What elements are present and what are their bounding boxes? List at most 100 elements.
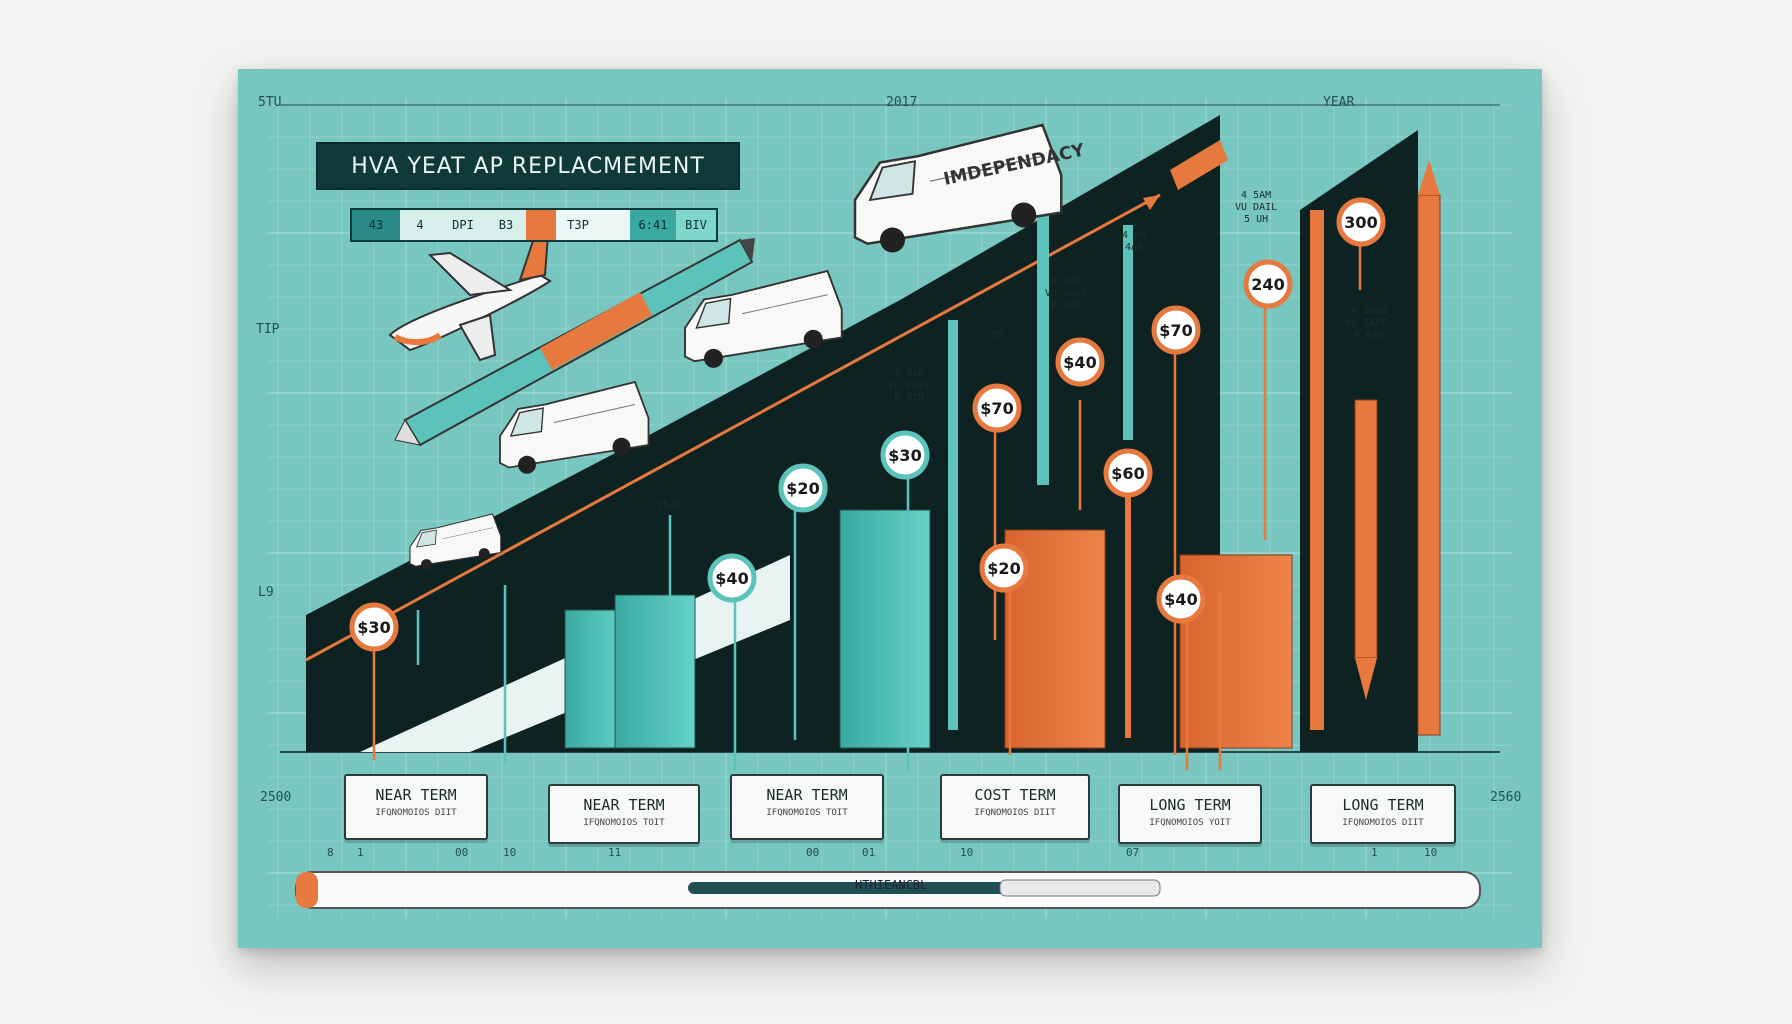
van-icon <box>499 380 650 474</box>
value-marker-label: $30 <box>357 618 390 637</box>
phase-title: NEAR TERM <box>766 786 848 804</box>
note-3: 4 4H 4AN <box>1122 230 1147 253</box>
axis-top-left: 5TU <box>258 95 282 110</box>
legend-cell: DPI <box>440 210 486 240</box>
bottom-tick-label: 10 <box>1424 846 1438 859</box>
pencil-tip-short <box>1355 658 1377 700</box>
bar-teal-thin-1 <box>1037 205 1049 485</box>
bottom-tick-label: 10 <box>960 846 974 859</box>
phase-label-box: LONG TERM IFQNOMOIOS DIIT <box>1310 784 1456 844</box>
stems <box>372 240 1362 770</box>
value-marker <box>707 553 757 603</box>
bar-teal-thin-3 <box>948 320 958 730</box>
bottom-tick-label: 10 <box>503 846 517 859</box>
bottom-tick-label: 8 <box>327 846 334 859</box>
van-group: IMDEPENDACY <box>409 123 1087 571</box>
axis-top-right: YEAR <box>1323 95 1355 110</box>
axis-left-mid: L9 <box>258 585 274 600</box>
value-marker <box>1156 574 1206 624</box>
van-icon <box>684 269 843 368</box>
value-marker-label: $40 <box>1164 590 1197 609</box>
chart-title-box: HVA YEAT AP REPLACMEMENT <box>316 142 740 190</box>
value-marker <box>1103 448 1153 498</box>
bar-teal-2 <box>614 594 696 749</box>
legend-cell: 4 <box>400 210 440 240</box>
phase-subtitle: IFQNOMOIOS TOIT <box>766 808 848 818</box>
bar-orange-tall-2 <box>1417 194 1441 736</box>
axis-left-top: TIP <box>256 322 280 337</box>
value-marker <box>1151 305 1201 355</box>
phase-title: NEAR TERM <box>375 786 457 804</box>
legend-cell <box>526 210 556 240</box>
value-marker-label: $60 <box>1111 464 1144 483</box>
legend-cell: B3 <box>486 210 526 240</box>
legend-cell: BIV <box>676 210 716 240</box>
value-marker-label: $40 <box>715 569 748 588</box>
value-marker <box>1243 259 1293 309</box>
bottom-tick-label: 00 <box>806 846 820 859</box>
pencil-label: HTHIEANCBL <box>855 878 928 892</box>
value-marker-label: $70 <box>1159 321 1192 340</box>
note-1: 3 DAK VO VAIS B GIN <box>888 368 931 403</box>
bar-orange-pencil <box>1354 399 1378 659</box>
bar-teal-thin-2 <box>1123 225 1133 440</box>
value-marker <box>1336 197 1386 247</box>
phase-subtitle: IFQNOMOIOS DIIT <box>375 808 457 818</box>
phase-subtitle: IFQNOMOIOS DIIT <box>974 808 1056 818</box>
chart-title: HVA YEAT AP REPLACMEMENT <box>351 154 705 179</box>
bar-teal-3 <box>839 509 931 749</box>
dark-backdrop <box>306 115 1220 752</box>
note-2540: 2540 <box>657 500 682 511</box>
legend-cell: 43 <box>352 210 400 240</box>
note-cot: COT <box>985 330 1004 341</box>
legend-cell <box>600 210 630 240</box>
bottom-tick-label: 00 <box>455 846 469 859</box>
bottom-tick-label: 1 <box>1371 846 1378 859</box>
axis-top-mid: 2017 <box>886 95 918 110</box>
legend-cell: 6:41 <box>630 210 676 240</box>
value-marker <box>880 430 930 480</box>
axis-bottom-left: 2500 <box>260 790 292 805</box>
bar-orange-line-1 <box>1125 490 1131 738</box>
phase-label-box: NEAR TERM IFQNOMOIOS TOIT <box>730 774 884 840</box>
value-marker-label: $40 <box>1063 353 1096 372</box>
bottom-tick-label: 07 <box>1126 846 1140 859</box>
phase-title: LONG TERM <box>1149 796 1231 814</box>
bottom-tick-label: 11 <box>608 846 622 859</box>
value-marker <box>979 543 1029 593</box>
bar-orange-tall-1 <box>1310 210 1324 730</box>
axis-bottom-right: 2560 <box>1490 790 1522 805</box>
phase-label-box: NEAR TERM IFQNOMOIOS DIIT <box>344 774 488 840</box>
note-2: 4 DAN VU GOLT B GIN <box>1045 276 1088 311</box>
value-marker <box>1055 337 1105 387</box>
phase-subtitle: IFQNOMOIOS DIIT <box>1342 818 1424 828</box>
value-marker-label: $30 <box>888 446 921 465</box>
value-marker <box>972 383 1022 433</box>
value-marker <box>778 463 828 513</box>
arrow-tag <box>1170 140 1228 190</box>
phase-title: COST TERM <box>974 786 1056 804</box>
trend-arrow <box>1143 195 1160 210</box>
value-marker-label: $20 <box>987 559 1020 578</box>
legend-cell: T3P <box>556 210 600 240</box>
value-marker-label: $70 <box>980 399 1013 418</box>
phase-title: LONG TERM <box>1342 796 1424 814</box>
value-marker <box>349 602 399 652</box>
note-5: 4 SOAK VU TATE, 4 GIN <box>1345 306 1394 341</box>
phase-subtitle: IFQNOMOIOS YOIT <box>1149 818 1231 828</box>
phase-subtitle: IFQNOMOIOS TOIT <box>583 818 665 828</box>
airplane-icon <box>388 234 552 362</box>
value-marker-label: 240 <box>1251 275 1284 294</box>
note-4: 4 5AM VU DAIL 5 UH <box>1235 190 1278 225</box>
phase-label-box: COST TERM IFQNOMOIOS DIIT <box>940 774 1090 840</box>
value-marker-label: $20 <box>786 479 819 498</box>
bottom-tick-label: 1 <box>357 846 364 859</box>
bottom-pencil-icon <box>295 871 1481 909</box>
van-icon <box>409 513 502 571</box>
bottom-tick-label: 01 <box>862 846 876 859</box>
value-marker-label: 300 <box>1344 213 1377 232</box>
trend-line <box>305 193 1161 662</box>
